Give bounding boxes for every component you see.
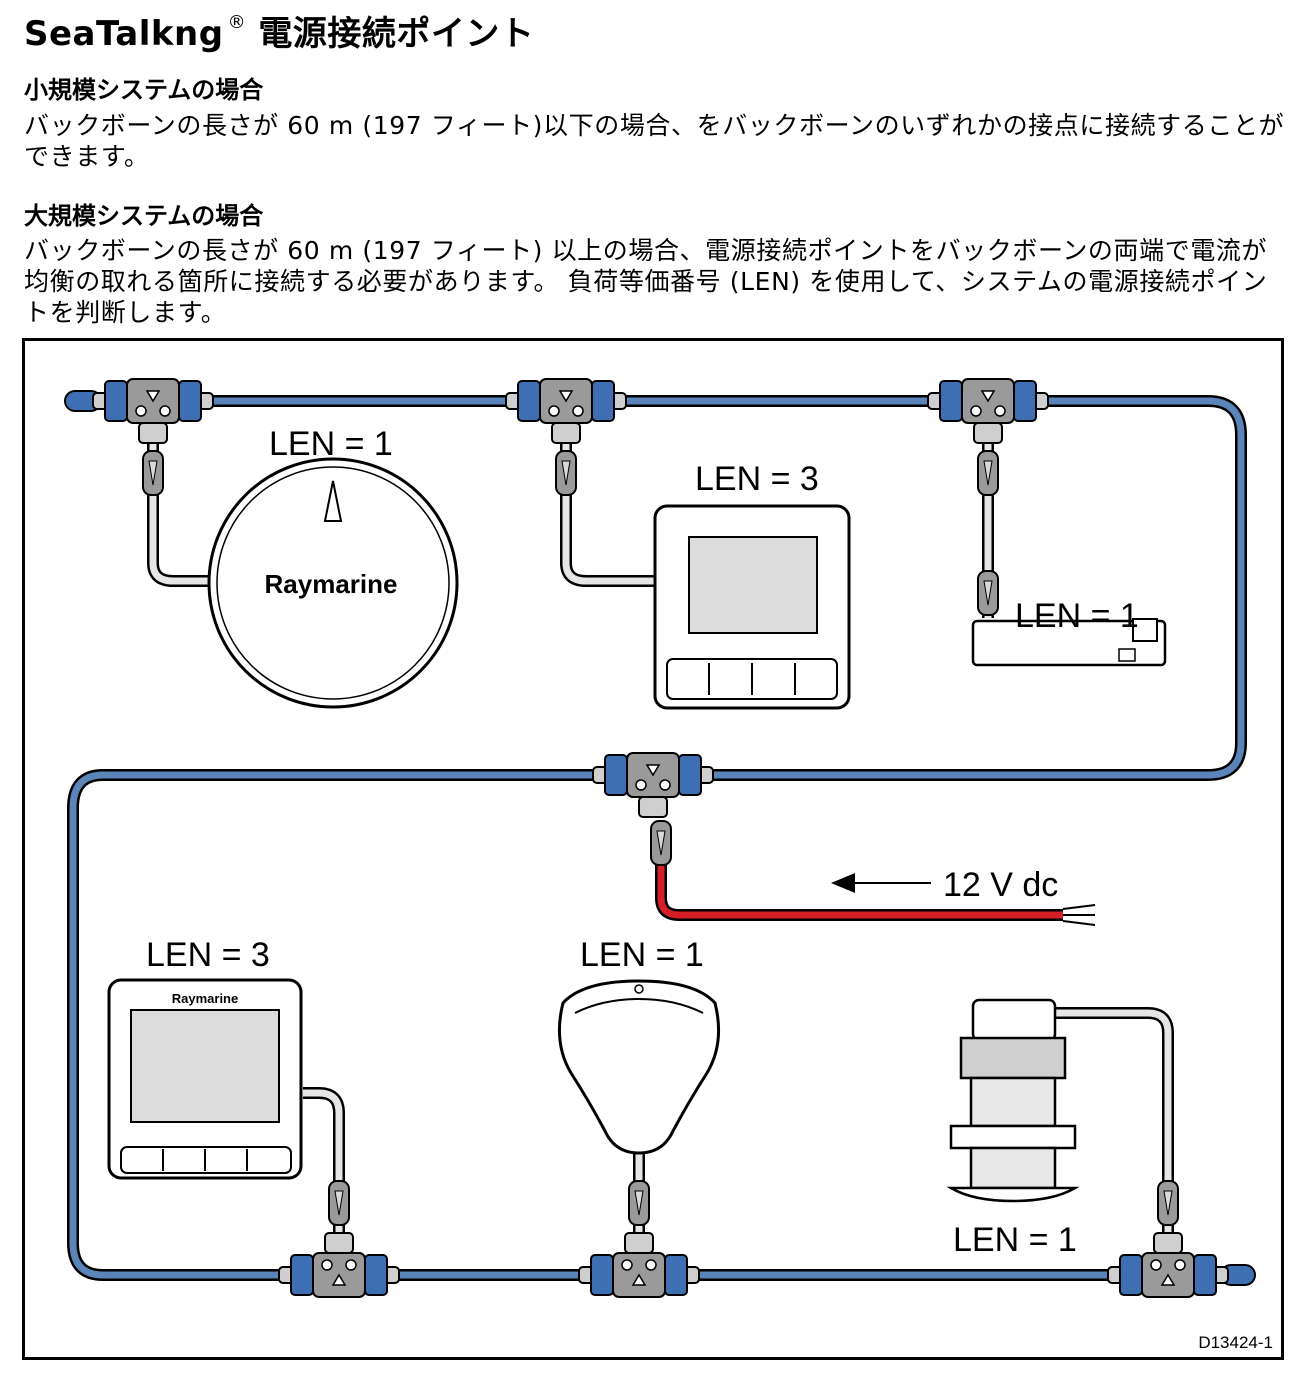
page-title: SeaTalkng® 電源接続ポイント	[24, 12, 535, 54]
tee-connector-2	[505, 378, 627, 444]
arrow-left-icon	[831, 873, 855, 893]
spur-plug-4	[977, 570, 999, 616]
diagram-frame: Raymarine Raymarine	[22, 338, 1284, 1360]
spur-plug-6	[628, 1180, 650, 1226]
tee-connector-4	[278, 1232, 400, 1298]
display-screen	[130, 1009, 280, 1123]
section-heading-large: 大規模システムの場合	[24, 202, 264, 230]
tee-connector-1	[92, 378, 214, 444]
section-heading-small: 小規模システムの場合	[24, 76, 264, 104]
compass-brand: Raymarine	[265, 569, 398, 599]
spur-plug-power	[650, 820, 672, 866]
len-label-transducer: LEN = 1	[953, 1221, 1077, 1259]
display-brand: Raymarine	[172, 991, 238, 1006]
display-bottom: Raymarine	[107, 978, 303, 1180]
spur-plug-5	[328, 1180, 350, 1226]
section-body-large: バックボーンの長さが 60 m (197 フィート) 以上の場合、電源接続ポイン…	[24, 236, 1268, 327]
compass-pointer-icon	[323, 480, 343, 522]
gps-antenna	[557, 979, 721, 1155]
network-diagram: Raymarine Raymarine	[64, 378, 1273, 1352]
spur-plug-2	[555, 450, 577, 496]
tee-connector-power	[592, 752, 714, 818]
display-top	[653, 504, 851, 710]
power-label: 12 V dc	[943, 866, 1058, 904]
spur-plug-1	[142, 450, 164, 496]
len-label-module: LEN = 1	[1015, 597, 1139, 635]
spur-plug-3	[977, 450, 999, 496]
len-label-display-bottom: LEN = 3	[146, 936, 270, 974]
len-label-compass: LEN = 1	[269, 425, 393, 463]
display-screen	[688, 536, 818, 634]
power-wire-ends	[1062, 904, 1096, 926]
compass-device: Raymarine	[207, 457, 459, 709]
figure-id: D13424-1	[1198, 1333, 1273, 1352]
transducer	[946, 998, 1080, 1203]
len-label-gps: LEN = 1	[580, 936, 704, 974]
power-cable	[657, 821, 1063, 919]
tee-connector-3	[927, 378, 1049, 444]
tee-connector-5	[578, 1232, 700, 1298]
section-body-small: バックボーンの長さが 60 m (197 フィート)以下の場合、をバックボーンの…	[24, 111, 1285, 171]
interface-module	[971, 618, 1167, 667]
spur-plug-7	[1157, 1180, 1179, 1226]
len-label-display-top: LEN = 3	[695, 460, 819, 498]
tee-connector-6	[1107, 1232, 1229, 1298]
